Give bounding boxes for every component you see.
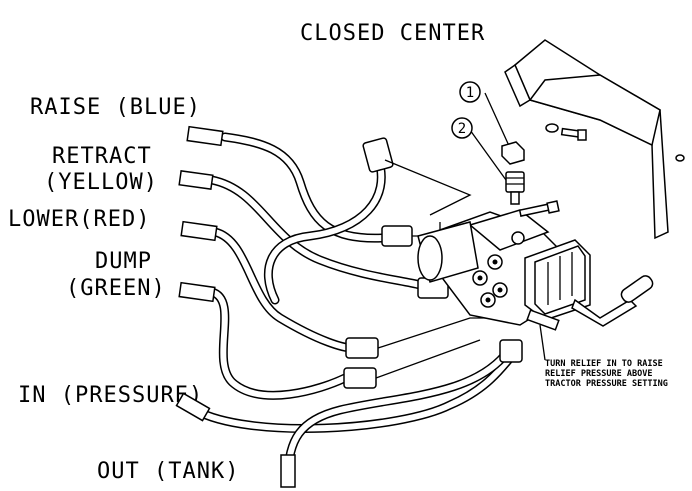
label-dump-color: (GREEN) (66, 276, 166, 301)
label-retract-color: (YELLOW) (44, 170, 158, 195)
mounting-bracket (504, 39, 685, 240)
label-lower: LOWER(RED) (8, 207, 150, 232)
callout-2-number: 2 (458, 121, 466, 137)
label-raise: RAISE (BLUE) (30, 95, 201, 120)
relief-note-line-1: TURN RELIEF IN TO RAISE (545, 359, 663, 369)
label-in-pressure: IN (PRESSURE) (18, 383, 203, 408)
control-valve (417, 209, 654, 331)
label-out-tank: OUT (TANK) (97, 459, 239, 484)
callout-2: 2 (451, 117, 473, 139)
diagram-title: CLOSED CENTER (300, 21, 485, 46)
relief-note-line-2: RELIEF PRESSURE ABOVE (545, 369, 652, 379)
label-dump: DUMP (95, 249, 152, 274)
relief-parts (501, 141, 560, 217)
label-retract: RETRACT (52, 144, 152, 169)
relief-note-line-3: TRACTOR PRESSURE SETTING (545, 379, 668, 389)
hose-fittings (175, 125, 296, 488)
callout-1: 1 (459, 81, 481, 103)
hose-group (190, 132, 515, 483)
callout-1-number: 1 (466, 85, 474, 101)
